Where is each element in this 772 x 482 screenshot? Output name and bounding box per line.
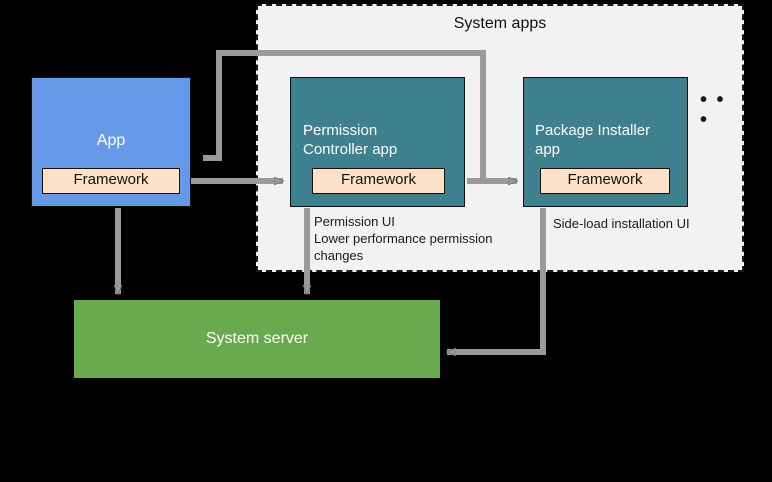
pi-label-line1: Package Installer <box>535 122 651 139</box>
system-apps-title: System apps <box>453 15 547 32</box>
node-system-server-label: System server <box>205 330 309 347</box>
caption-lower-perf-1: Lower performance permission <box>314 231 493 246</box>
package-installer-framework-chip[interactable]: Framework <box>540 168 670 194</box>
pc-label-line2: Controller app <box>303 141 398 158</box>
node-package-installer-label: Package Installer app <box>535 121 685 159</box>
pi-label-line2: app <box>535 141 561 158</box>
app-framework-chip[interactable]: Framework <box>42 168 180 194</box>
node-permission-controller-label: Permission Controller app <box>303 121 458 159</box>
caption-side-load: Side-load installation UI <box>553 216 690 231</box>
caption-permission-ui: Permission UI <box>314 214 395 229</box>
caption-lower-perf-2: changes <box>314 248 364 263</box>
permission-controller-caption: Permission UI Lower performance permissi… <box>314 213 529 264</box>
package-installer-caption: Side-load installation UI <box>553 215 733 232</box>
permission-controller-framework-chip[interactable]: Framework <box>312 168 445 194</box>
more-apps-ellipsis-icon: • • • <box>700 89 726 131</box>
node-app-label: App <box>96 132 126 149</box>
pc-label-line1: Permission <box>303 122 378 139</box>
node-system-server[interactable] <box>74 300 440 378</box>
